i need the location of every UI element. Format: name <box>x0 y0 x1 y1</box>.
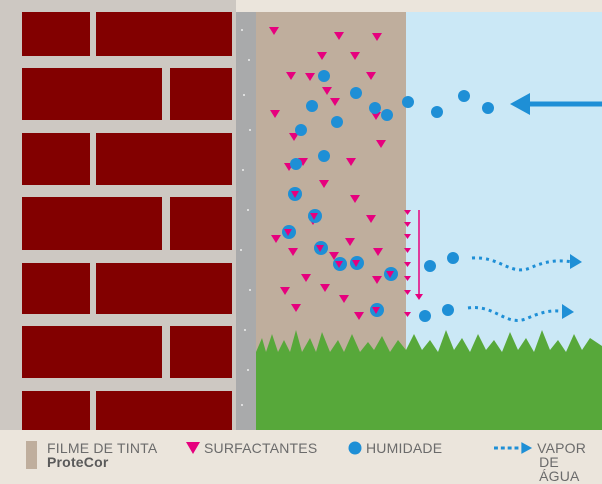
legend-humidity: HUMIDADE <box>348 441 442 455</box>
legend-vapor: VAPOR DE ÁGUA <box>494 441 602 483</box>
legend: FILME DE TINTA ProteCor SURFACTANTES HUM… <box>0 438 602 470</box>
legend-surfactants-label: SURFACTANTES <box>204 441 317 455</box>
dot-icon <box>348 441 362 455</box>
legend-paint-film: FILME DE TINTA ProteCor <box>26 441 157 469</box>
plaster-layer <box>236 12 256 430</box>
paint-film-swatch <box>26 441 37 469</box>
brick-wall <box>0 0 236 430</box>
legend-vapor-line2: DE ÁGUA <box>539 455 602 483</box>
legend-humidity-label: HUMIDADE <box>366 441 442 455</box>
legend-paint-film-line2: ProteCor <box>47 455 157 469</box>
dotted-arrow-icon <box>494 441 533 455</box>
wall-diagram <box>0 0 602 470</box>
legend-surfactants: SURFACTANTES <box>186 441 317 455</box>
triangle-icon <box>186 441 200 455</box>
